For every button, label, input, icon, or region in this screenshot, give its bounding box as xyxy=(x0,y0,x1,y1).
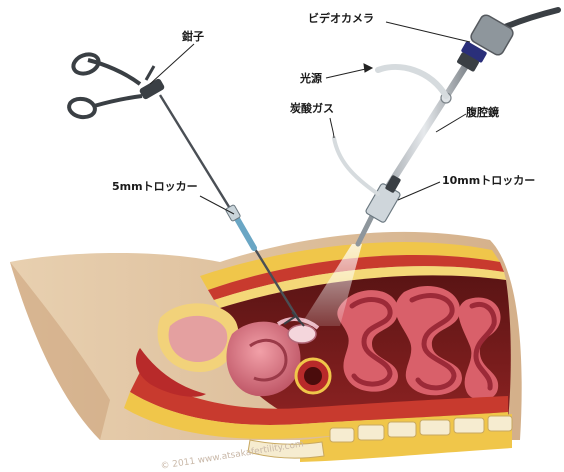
label-laparoscope: 腹腔鏡 xyxy=(466,106,499,119)
forceps-handle xyxy=(68,51,166,119)
light-cable xyxy=(378,67,446,96)
label-co2-gas: 炭酸ガス xyxy=(290,102,334,115)
label-light-source: 光源 xyxy=(300,72,322,85)
label-forceps: 鉗子 xyxy=(182,30,204,43)
label-video-camera: ビデオカメラ xyxy=(308,12,374,25)
label-trocar-10mm: 10mmトロッカー xyxy=(442,174,535,187)
trocar-10mm xyxy=(365,175,401,224)
rectum xyxy=(296,359,330,393)
video-camera xyxy=(456,10,558,72)
leader-lines xyxy=(150,22,470,214)
small-intestine xyxy=(337,286,500,400)
label-trocar-5mm: 5mmトロッカー xyxy=(112,180,198,193)
co2-gas-tube xyxy=(334,138,378,194)
